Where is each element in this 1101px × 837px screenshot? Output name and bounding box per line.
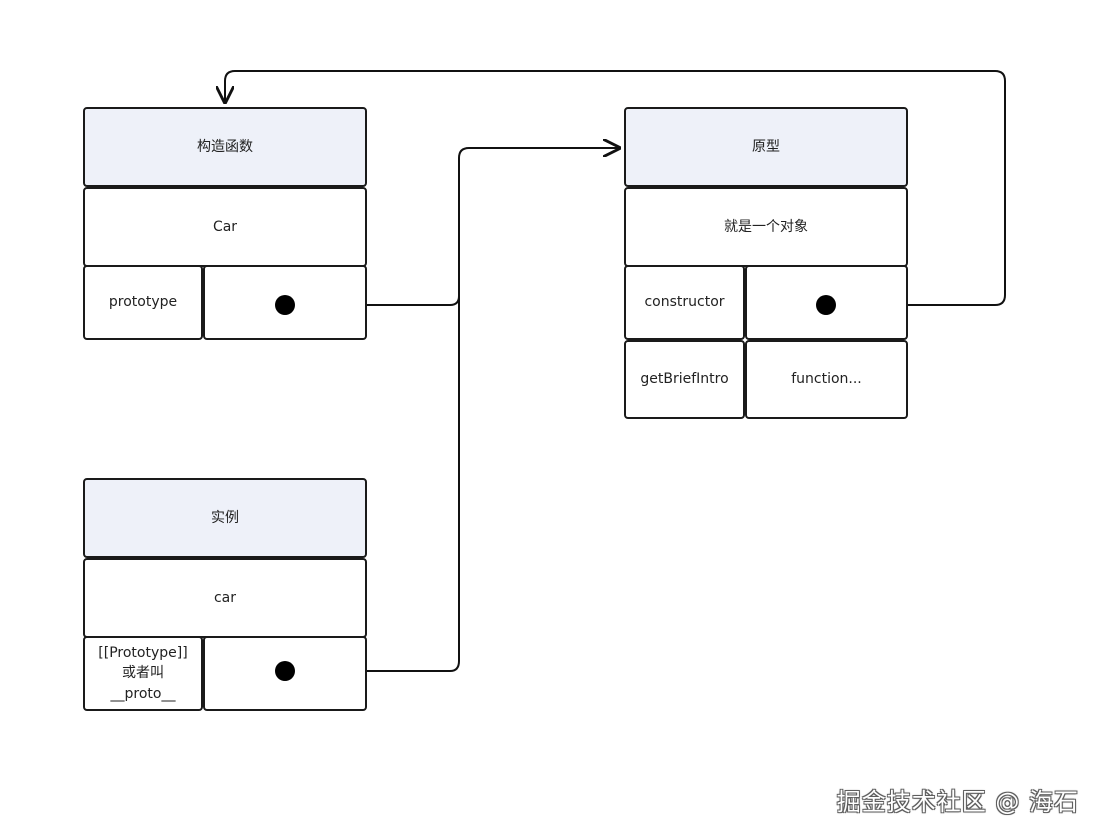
prototype-constructor-key-cell: constructor <box>624 265 745 340</box>
instance-key-cell: [[Prototype]] 或者叫 __proto__ <box>83 636 203 711</box>
method-key-label: getBriefIntro <box>640 371 729 388</box>
proto-pointer-line <box>298 296 460 672</box>
prototype-key-label: prototype <box>108 294 178 311</box>
instance-name-cell: car <box>83 558 367 638</box>
constructor-name-cell: Car <box>83 187 367 267</box>
constructor-value-cell <box>203 265 367 340</box>
proto-key-label: [[Prototype]] 或者叫 __proto__ <box>98 645 188 702</box>
prototype-method-key-cell: getBriefIntro <box>624 340 745 419</box>
prototype-method-value-cell: function... <box>745 340 908 419</box>
instance-header: 实例 <box>83 478 367 558</box>
instance-header-label: 实例 <box>211 509 239 526</box>
constructor-name: Car <box>212 218 238 235</box>
prototype-constructor-value-cell <box>745 265 908 340</box>
prototype-header: 原型 <box>624 107 908 187</box>
constructor-header: 构造函数 <box>83 107 367 187</box>
prototype-pointer-line <box>298 148 619 306</box>
constructor-pointer-line <box>225 70 1006 306</box>
constructor-key-label: constructor <box>644 294 725 311</box>
instance-value-cell <box>203 636 367 711</box>
constructor-key-cell: prototype <box>83 265 203 340</box>
prototype-header-label: 原型 <box>752 138 780 155</box>
prototype-name: 就是一个对象 <box>724 218 808 235</box>
method-value-label: function... <box>791 371 862 388</box>
constructor-header-label: 构造函数 <box>197 138 253 155</box>
watermark: 掘金技术社区 @ 海石 <box>836 788 1079 816</box>
instance-name: car <box>213 589 237 606</box>
prototype-name-cell: 就是一个对象 <box>624 187 908 267</box>
